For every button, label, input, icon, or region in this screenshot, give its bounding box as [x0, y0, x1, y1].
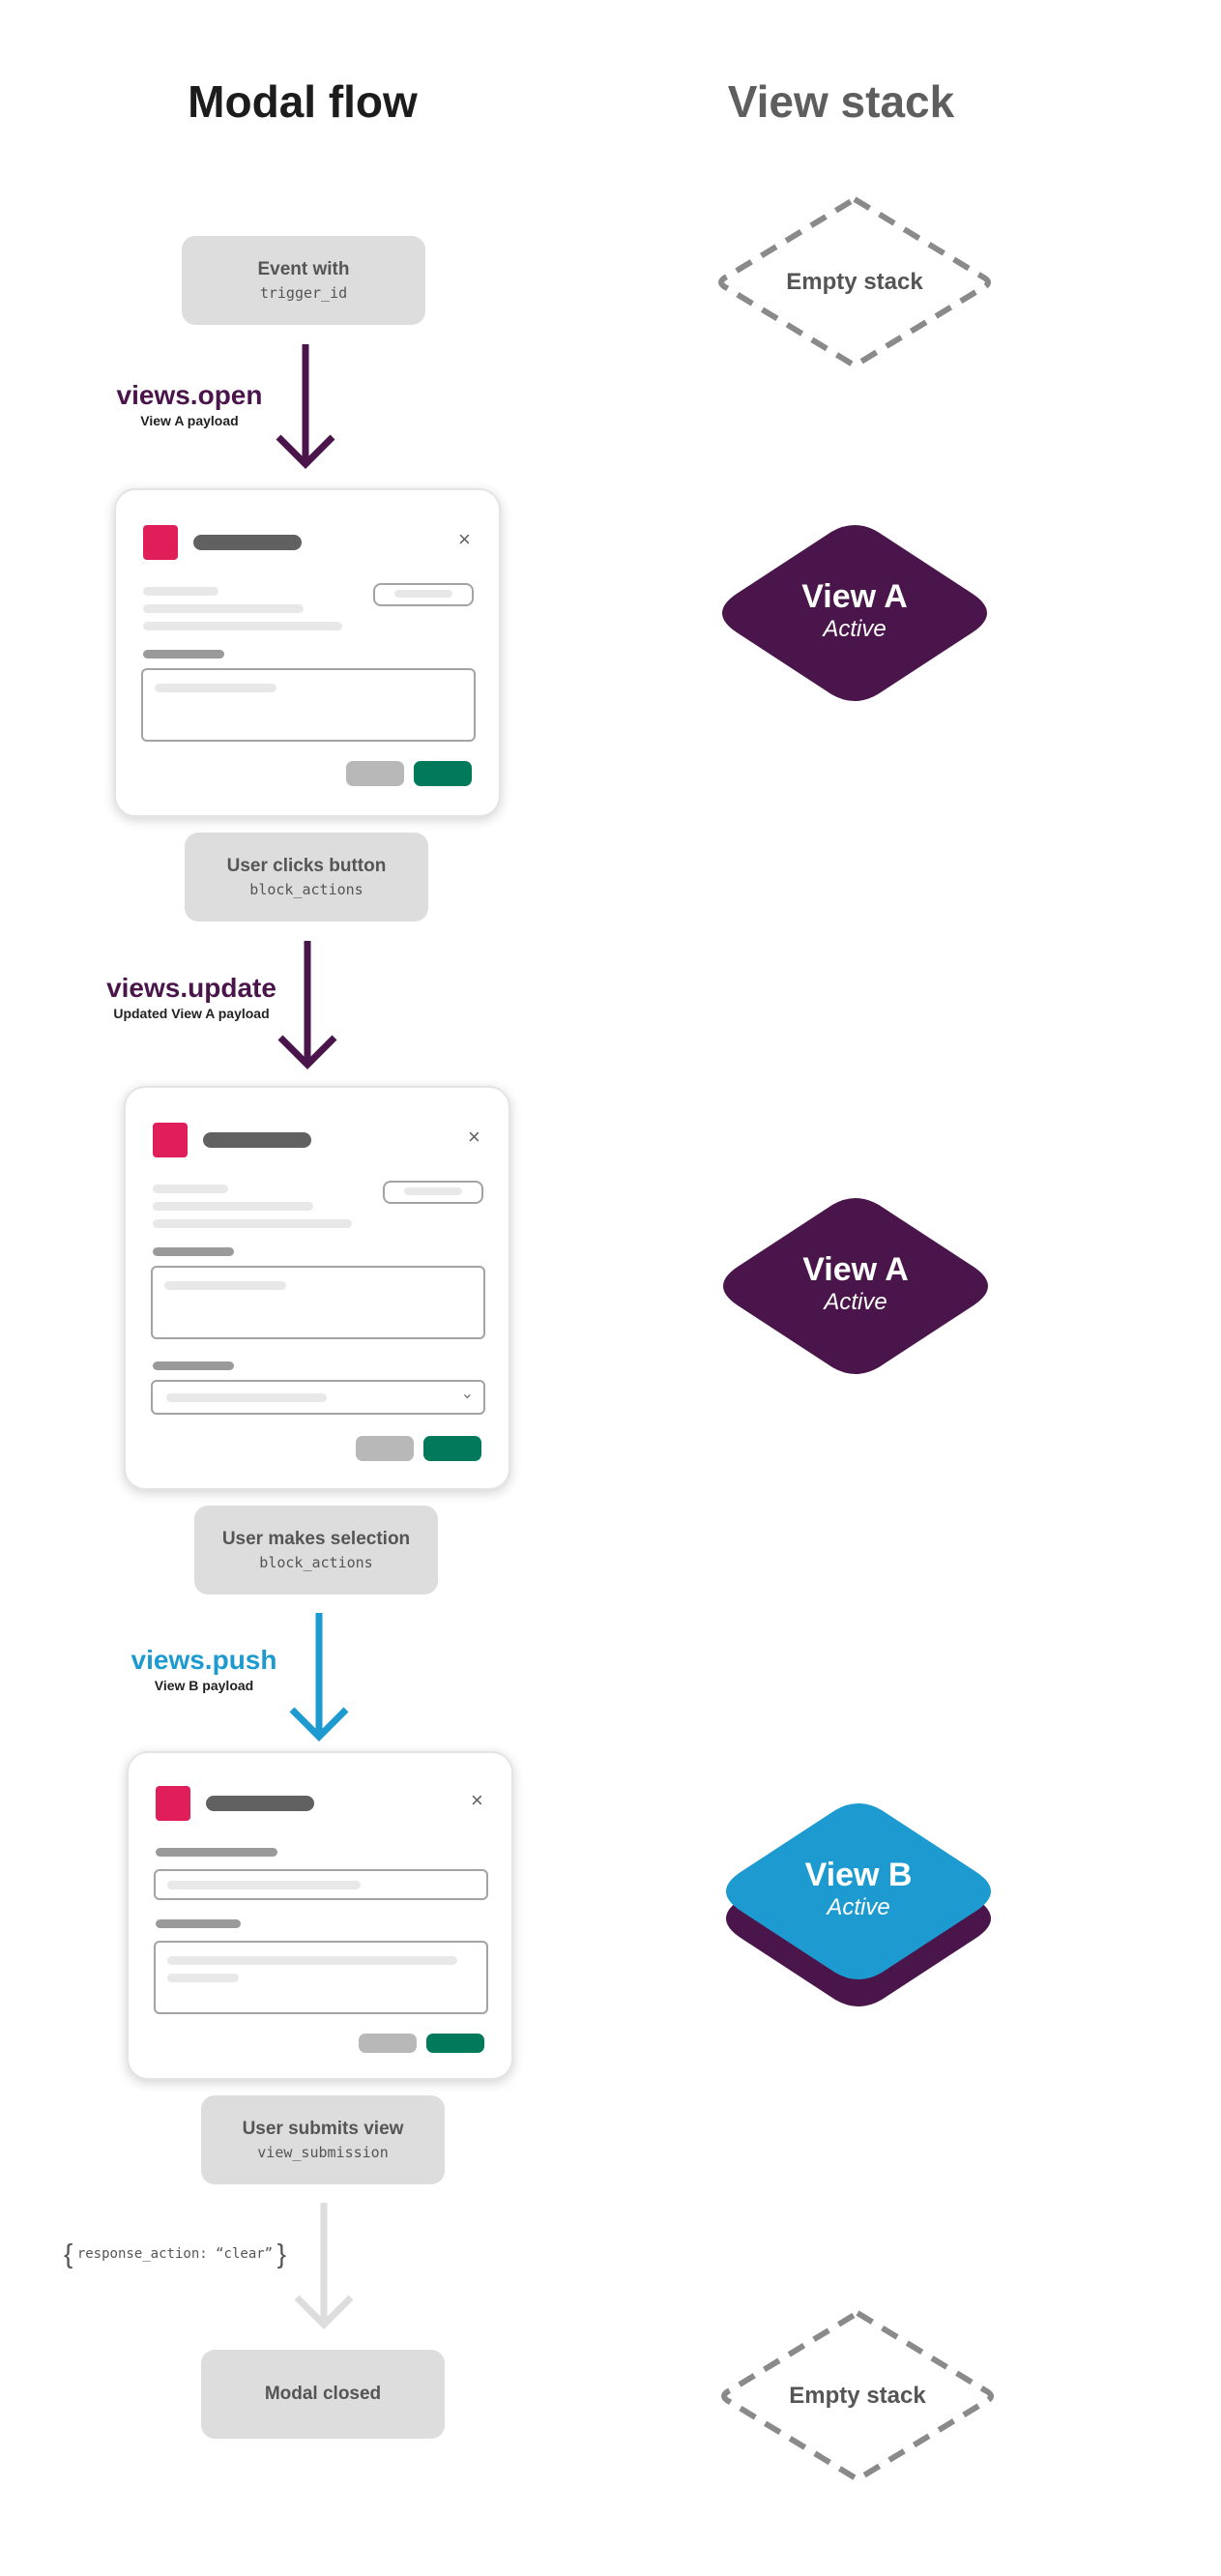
modal-view-a: ×	[114, 488, 501, 817]
views-update-label: views.update Updated View A payload	[97, 973, 286, 1021]
event-selection: User makes selection block_actions	[194, 1506, 438, 1595]
event-trigger: Event with trigger_id	[182, 236, 425, 325]
cancel-button[interactable]	[346, 761, 404, 786]
views-push-arrow	[289, 1613, 349, 1742]
event-code: block_actions	[259, 1554, 373, 1571]
view-state: Active	[824, 1289, 887, 1315]
accessory-button[interactable]	[373, 583, 474, 606]
modal-title-placeholder	[206, 1796, 314, 1811]
event-code: view_submission	[257, 2144, 389, 2161]
empty-stack-diamond	[718, 195, 991, 369]
view-state: Active	[827, 1894, 890, 1920]
text-line	[143, 587, 218, 596]
modal-title-placeholder	[203, 1132, 311, 1148]
app-logo	[143, 525, 178, 560]
empty-stack-label: Empty stack	[786, 269, 923, 295]
views-update-arrow	[277, 941, 337, 1069]
view-a-label: View A Active	[719, 578, 990, 643]
input-label	[143, 650, 224, 659]
input-label	[153, 1247, 234, 1256]
event-modal-closed: Modal closed	[201, 2350, 445, 2439]
view-stack-title: View stack	[727, 76, 955, 127]
event-submit: User submits view view_submission	[201, 2095, 445, 2184]
method-name: views.update	[106, 973, 276, 1003]
view-a-updated-diamond	[723, 1198, 988, 1374]
modal-flow-title: Modal flow	[188, 76, 418, 127]
event-title: User makes selection	[221, 1529, 411, 1549]
event-title: Modal closed	[264, 2384, 382, 2404]
view-b-top	[726, 1803, 991, 1979]
text-input[interactable]	[141, 668, 476, 742]
empty-stack-diamond-final	[721, 2309, 994, 2483]
modal-view-a-updated: × ⌄	[124, 1086, 510, 1490]
event-title: User clicks button	[226, 856, 387, 876]
empty-stack-label-final: Empty stack	[789, 2383, 926, 2409]
input-label	[156, 1919, 241, 1928]
payload-name: Updated View A payload	[113, 1006, 270, 1021]
text-line	[143, 604, 304, 613]
accessory-button[interactable]	[383, 1181, 483, 1204]
response-action-text: response_action: “clear”	[76, 2246, 274, 2262]
text-input[interactable]	[154, 1869, 488, 1900]
views-push-label: views.push View B payload	[124, 1645, 284, 1693]
payload-name: View A payload	[140, 413, 239, 428]
close-brace: }	[276, 2239, 286, 2269]
view-name: View A	[802, 1251, 909, 1288]
submit-button[interactable]	[423, 1436, 481, 1461]
close-icon[interactable]: ×	[458, 527, 471, 551]
payload-name: View B payload	[154, 1678, 254, 1693]
event-title: Event with	[257, 259, 350, 279]
view-state: Active	[823, 616, 887, 642]
view-name: View B	[804, 1857, 913, 1893]
method-name: views.push	[131, 1645, 277, 1675]
view-a-updated-label: View A Active	[720, 1251, 991, 1316]
event-code: block_actions	[249, 881, 363, 898]
text-line	[153, 1202, 313, 1211]
input-label	[156, 1848, 277, 1857]
event-button-click: User clicks button block_actions	[185, 833, 428, 922]
view-stack-b-over-a	[726, 1803, 991, 2006]
submit-button[interactable]	[414, 761, 472, 786]
open-brace: {	[64, 2239, 73, 2269]
close-icon[interactable]: ×	[468, 1125, 480, 1149]
event-title: User submits view	[242, 2119, 404, 2139]
views-open-arrow	[276, 344, 335, 469]
cancel-button[interactable]	[356, 1436, 414, 1461]
app-logo	[156, 1786, 190, 1821]
submit-button[interactable]	[426, 2034, 484, 2053]
multiline-input[interactable]	[154, 1941, 488, 2014]
close-arrow	[294, 2203, 354, 2329]
cancel-button[interactable]	[359, 2034, 417, 2053]
event-code: trigger_id	[259, 284, 348, 302]
method-name: views.open	[116, 380, 263, 410]
modal-view-b: ×	[127, 1751, 513, 2080]
text-input[interactable]	[151, 1266, 485, 1339]
text-line	[153, 1185, 228, 1193]
text-line	[143, 622, 342, 630]
text-line	[153, 1219, 352, 1228]
view-a-diamond	[722, 525, 987, 701]
chevron-down-icon: ⌄	[460, 1386, 474, 1402]
app-logo	[153, 1123, 188, 1157]
close-icon[interactable]: ×	[471, 1788, 483, 1812]
select-menu[interactable]: ⌄	[151, 1380, 485, 1415]
select-label	[153, 1361, 234, 1370]
view-name: View A	[801, 578, 908, 615]
views-open-label: views.open View A payload	[112, 380, 267, 428]
modal-title-placeholder	[193, 535, 302, 550]
response-action-label: { response_action: “clear” }	[64, 2239, 286, 2269]
view-b-label: View B Active	[723, 1857, 994, 1921]
